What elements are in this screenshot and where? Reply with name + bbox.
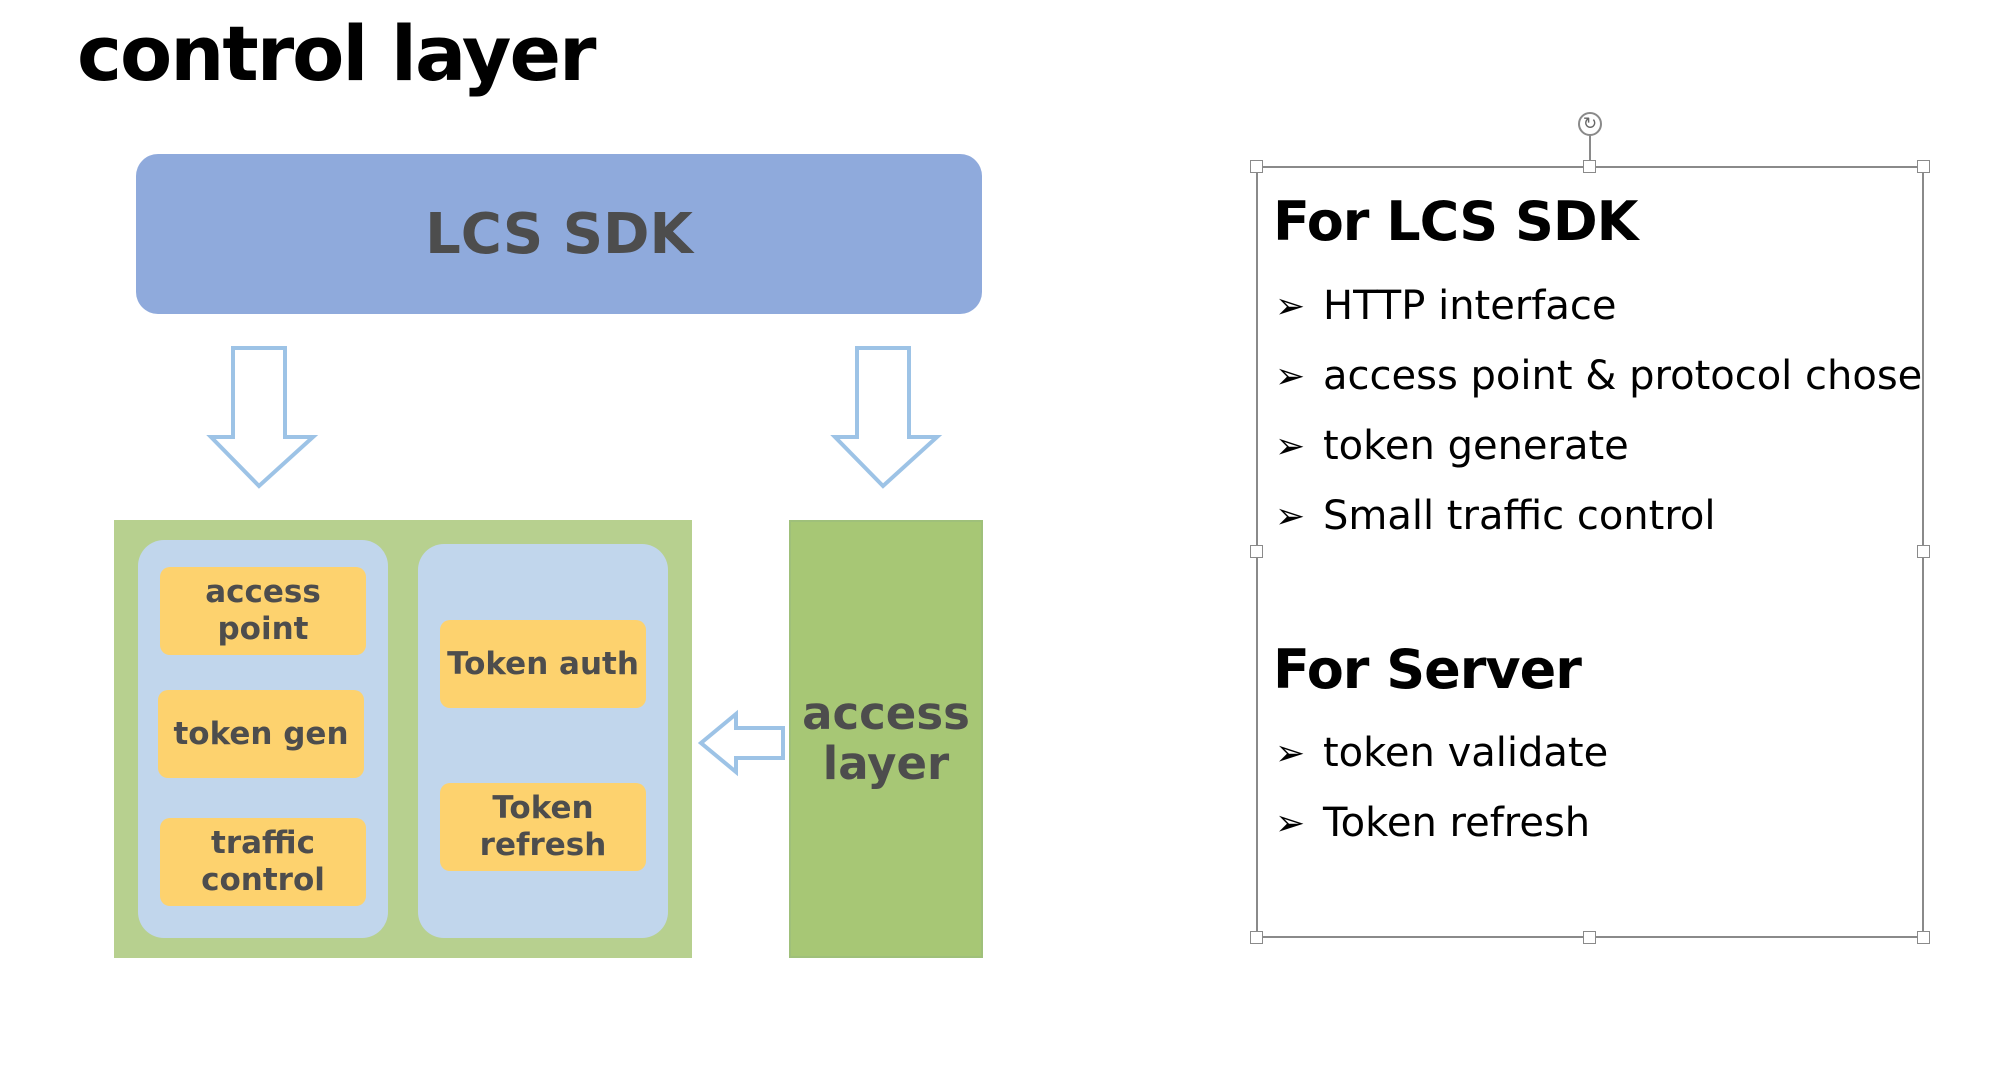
traffic-control-chip: traffic control — [160, 818, 366, 906]
down-arrow-icon — [830, 346, 943, 489]
right-column-panel — [418, 544, 668, 938]
token-gen-chip: token gen — [158, 690, 364, 778]
resize-handle-top-left[interactable] — [1250, 160, 1263, 173]
token-refresh-chip: Token refresh — [440, 783, 646, 871]
list-item: ➢ access point & protocol chose — [1275, 341, 1922, 411]
resize-handle-top-right[interactable] — [1917, 160, 1930, 173]
rotate-handle-stem — [1589, 134, 1591, 166]
lcs-sdk-heading: For LCS SDK — [1273, 190, 1639, 253]
resize-handle-bottom-left[interactable] — [1250, 931, 1263, 944]
arrow-bullet-icon: ➢ — [1275, 802, 1306, 844]
down-arrow-icon — [206, 346, 319, 489]
resize-handle-bottom-right[interactable] — [1917, 931, 1930, 944]
arrow-bullet-icon: ➢ — [1275, 732, 1306, 774]
server-bullet-list: ➢ token validate ➢ Token refresh — [1275, 718, 1608, 858]
list-item: ➢ Small traffic control — [1275, 481, 1922, 551]
resize-handle-bottom-middle[interactable] — [1583, 931, 1596, 944]
list-item-text: Token refresh — [1323, 800, 1591, 846]
access-layer-box: access layer — [789, 520, 983, 958]
list-item-text: token validate — [1323, 730, 1609, 776]
arrow-bullet-icon: ➢ — [1275, 355, 1306, 397]
lcs-sdk-box: LCS SDK — [136, 154, 982, 314]
access-point-chip: access point — [160, 567, 366, 655]
slide-title: control layer — [77, 9, 596, 98]
list-item-text: access point & protocol chose — [1323, 353, 1923, 399]
list-item-text[interactable]: Small traffic control — [1323, 493, 1716, 539]
list-item-text: HTTP interface — [1323, 283, 1617, 329]
arrow-bullet-icon: ➢ — [1275, 495, 1306, 537]
rotate-icon[interactable]: ↻ — [1578, 112, 1602, 136]
resize-handle-top-middle[interactable] — [1583, 160, 1596, 173]
list-item: ➢ token generate — [1275, 411, 1922, 481]
list-item: ➢ Token refresh — [1275, 788, 1608, 858]
token-auth-chip: Token auth — [440, 620, 646, 708]
resize-handle-middle-right[interactable] — [1917, 545, 1930, 558]
lcs-sdk-bullet-list: ➢ HTTP interface ➢ access point & protoc… — [1275, 271, 1922, 551]
list-item: ➢ token validate — [1275, 718, 1608, 788]
left-arrow-icon — [697, 709, 785, 777]
arrow-bullet-icon: ➢ — [1275, 425, 1306, 467]
resize-handle-middle-left[interactable] — [1250, 545, 1263, 558]
list-item: ➢ HTTP interface — [1275, 271, 1922, 341]
server-heading: For Server — [1273, 638, 1582, 701]
list-item-text: token generate — [1323, 423, 1629, 469]
arrow-bullet-icon: ➢ — [1275, 285, 1306, 327]
